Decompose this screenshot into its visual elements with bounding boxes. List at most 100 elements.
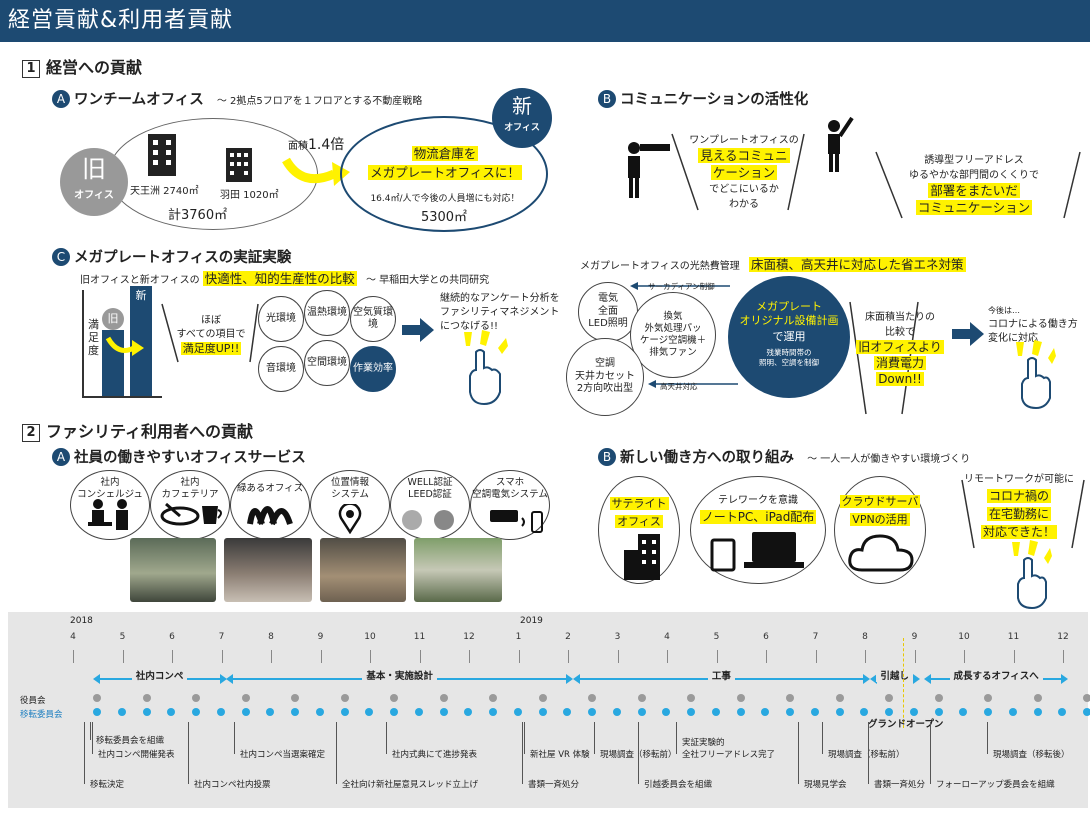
board-dot bbox=[489, 694, 497, 702]
month-tick bbox=[221, 650, 223, 663]
event-line bbox=[188, 722, 189, 784]
month-tick bbox=[716, 650, 718, 663]
office-building-icon bbox=[624, 534, 660, 580]
photo-cafeteria bbox=[224, 538, 312, 602]
committee-dot bbox=[1083, 708, 1090, 716]
board-dot bbox=[241, 694, 250, 702]
committee-dot bbox=[315, 708, 324, 716]
row-board: 役員会 bbox=[20, 696, 46, 706]
phase-label: 引越し bbox=[875, 668, 915, 682]
photo-office bbox=[320, 538, 406, 602]
item-thermal: 温熱環境 bbox=[304, 290, 350, 336]
concierge-icon bbox=[88, 499, 128, 530]
month-label: 10 bbox=[364, 632, 376, 642]
month-tick bbox=[122, 650, 124, 663]
bracket-remote-right bbox=[1071, 479, 1085, 549]
event-label: 全社向け新社屋意見スレッド立上げ bbox=[342, 780, 479, 790]
event-line bbox=[987, 722, 988, 754]
building-small-icon bbox=[226, 148, 252, 182]
photo-concierge bbox=[130, 538, 216, 602]
month-tick bbox=[964, 650, 965, 663]
section2-title: ファシリティ利用者への貢献 bbox=[46, 422, 254, 441]
certification-badges-icon bbox=[402, 510, 454, 530]
month-label: 7 bbox=[812, 632, 819, 642]
badge-2a: A bbox=[52, 448, 70, 466]
committee-dot bbox=[835, 708, 844, 716]
event-label: フォーローアップ委員会を組織 bbox=[936, 780, 1055, 790]
event-line bbox=[92, 722, 93, 754]
old-label: 旧 bbox=[82, 155, 106, 183]
service-green: 緑あるオフィス bbox=[230, 470, 310, 540]
committee-dot bbox=[464, 708, 473, 716]
board-dot bbox=[984, 694, 992, 702]
bracket-right-2 bbox=[1063, 151, 1081, 219]
month-label: 7 bbox=[218, 632, 225, 642]
month-tick bbox=[865, 650, 866, 663]
committee-dot bbox=[736, 708, 745, 716]
event-label: 現場調査（移転前） bbox=[828, 750, 905, 760]
survey-text: 継続的なアンケート分析をファシリティマネジメントにつなげる!! bbox=[440, 293, 560, 332]
new-area: 5300㎡ bbox=[420, 210, 468, 225]
section2-number: 2 bbox=[22, 424, 40, 442]
circadian-label: サーカディアン制御 bbox=[648, 282, 715, 291]
board-dot bbox=[538, 694, 547, 702]
committee-dot bbox=[761, 708, 770, 716]
committee-dot bbox=[563, 708, 572, 716]
person-binoculars-icon bbox=[628, 142, 670, 198]
cafeteria-icon bbox=[160, 502, 222, 526]
bar-axis-label: 満足度 bbox=[88, 318, 99, 357]
board-dot bbox=[291, 694, 299, 702]
bracket-left-2 bbox=[875, 151, 903, 219]
section1-number: 1 bbox=[22, 60, 40, 78]
committee-dot bbox=[984, 708, 992, 716]
chart-axis-y bbox=[82, 290, 84, 396]
phase-arrow-right bbox=[566, 674, 573, 684]
committee-dot bbox=[414, 708, 423, 716]
committee-dot bbox=[439, 708, 448, 716]
phase-arrow-right bbox=[219, 674, 227, 684]
bracket-right-1 bbox=[787, 133, 805, 211]
phase-label: 社内コンペ bbox=[98, 668, 222, 682]
phase-arrow-right bbox=[1061, 674, 1068, 684]
month-label: 1 bbox=[515, 632, 522, 642]
committee-dot bbox=[513, 708, 522, 716]
event-line bbox=[84, 722, 85, 784]
month-tick bbox=[419, 650, 421, 663]
month-label: 8 bbox=[268, 632, 274, 642]
committee-dot bbox=[885, 708, 893, 716]
arrow-right-icon bbox=[402, 318, 434, 342]
event-label: 現場調査（移転後） bbox=[993, 750, 1070, 760]
committee-dot bbox=[538, 708, 547, 716]
committee-dot bbox=[117, 708, 126, 716]
board-dot bbox=[588, 694, 596, 702]
committee-dot bbox=[241, 708, 250, 716]
month-tick bbox=[320, 650, 322, 663]
event-label: 書類一斉処分 bbox=[528, 780, 580, 790]
event-line bbox=[524, 722, 525, 754]
month-tick bbox=[469, 650, 470, 663]
month-tick bbox=[766, 650, 767, 663]
old-office-badge: 旧 オフィス bbox=[60, 148, 128, 216]
month-tick bbox=[1063, 650, 1064, 663]
board-dot bbox=[340, 694, 349, 702]
month-label: 2 bbox=[565, 632, 571, 642]
year-2018: 2018 bbox=[70, 616, 93, 626]
item-space: 空間環境 bbox=[304, 340, 350, 386]
board-dot bbox=[192, 694, 200, 702]
workstyle-subtitle: ～ 一人一人が働きやすい環境づくり bbox=[807, 454, 971, 465]
month-tick bbox=[667, 650, 668, 663]
communication-title: コミュニケーションの活性化 bbox=[620, 92, 809, 108]
old-sub: オフィス bbox=[74, 190, 114, 201]
month-label: 4 bbox=[664, 632, 670, 642]
photo-green bbox=[414, 538, 502, 602]
board-dot bbox=[1033, 694, 1042, 702]
event-line bbox=[676, 722, 677, 754]
event-label: 社内コンペ当選案確定 bbox=[240, 750, 326, 760]
month-label: 10 bbox=[958, 632, 970, 642]
page-header: 経営貢献&利用者貢献 bbox=[0, 0, 1090, 42]
month-tick bbox=[815, 650, 817, 663]
